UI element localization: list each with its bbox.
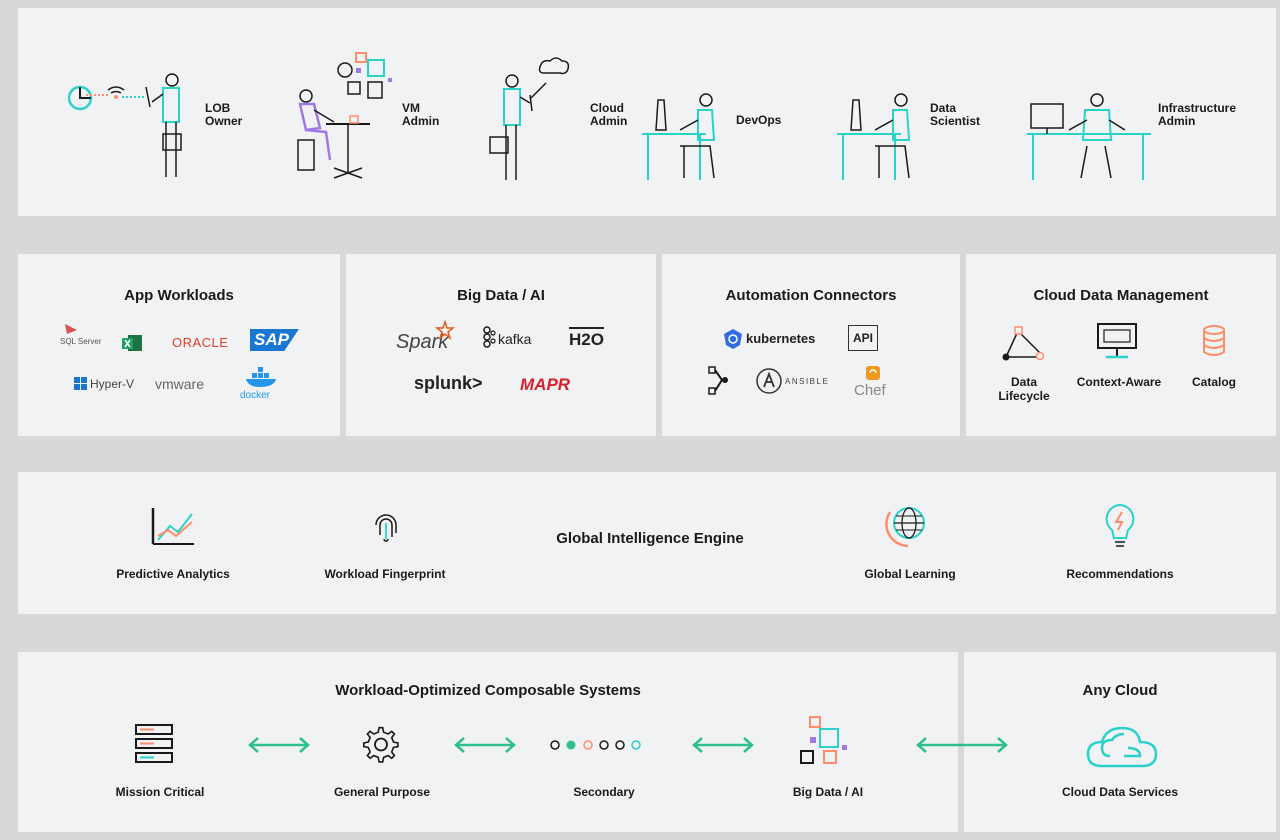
fingerprint-icon — [375, 514, 397, 542]
database-icon — [1203, 325, 1225, 356]
globe-icon — [885, 507, 925, 548]
persona-label-lob-owner: LOB Owner — [205, 101, 243, 128]
persona-label-devops: DevOps — [736, 113, 782, 127]
vm-admin-illustration — [297, 52, 392, 179]
mission-critical-label: Mission Critical — [115, 785, 205, 799]
arrow-icon-4 — [916, 737, 1008, 753]
workload-fingerprint-label: Workload Fingerprint — [324, 567, 446, 581]
arrow-icon-2 — [454, 737, 516, 753]
chef-logo: Chef — [854, 382, 886, 399]
composable-systems-panel — [18, 652, 958, 832]
windows-icon — [74, 377, 87, 390]
monitor-icon — [1097, 323, 1137, 359]
composable-systems-title: Workload-Optimized Composable Systems — [335, 682, 641, 699]
arrow-icon-3 — [692, 737, 754, 753]
persona-label-data-scientist: Data Scientist — [930, 101, 981, 128]
mapr-logo: MAPR — [520, 375, 571, 394]
data-lifecycle-label: Data Lifecycle — [998, 375, 1050, 403]
arrow-icon-1 — [248, 737, 310, 753]
cloud-data-services-label: Cloud Data Services — [1061, 785, 1179, 799]
persona-label-cloud-admin: Cloud Admin — [590, 101, 628, 128]
persona-label-infrastructure-admin: Infrastructure Admin — [1158, 101, 1237, 128]
sql-server-icon — [65, 324, 77, 334]
automation-connectors-title: Automation Connectors — [725, 287, 897, 304]
big-data-title: Big Data / AI — [457, 287, 545, 304]
infrastructure-admin-illustration — [1027, 93, 1151, 180]
recommendations-label: Recommendations — [1066, 567, 1174, 581]
kubernetes-icon — [724, 329, 742, 349]
any-cloud-title: Any Cloud — [1082, 682, 1158, 699]
cloud-data-management-title: Cloud Data Management — [1033, 287, 1209, 304]
h2o-logo: H2O — [569, 327, 604, 350]
hyper-v-logo: Hyper-V — [90, 377, 135, 391]
cloud-icon — [1086, 726, 1158, 768]
spark-logo: Spark — [396, 331, 449, 353]
splunk-logo: splunk> — [414, 373, 483, 393]
cloud-admin-illustration — [489, 57, 570, 180]
spark-star-icon — [434, 319, 456, 341]
chef-icon — [866, 366, 880, 380]
kubernetes-logo: kubernetes — [746, 331, 816, 346]
sql-server-logo: SQL Server — [60, 337, 102, 346]
api-logo: API — [848, 325, 879, 351]
server-icon — [135, 724, 173, 763]
ansible-logo: ANSIBLE — [785, 377, 830, 386]
dots-icon — [550, 740, 641, 750]
global-learning-label: Global Learning — [864, 567, 956, 581]
catalog-label: Catalog — [1191, 375, 1236, 389]
intelligence-engine-panel — [18, 472, 1276, 614]
intelligence-engine-title: Global Intelligence Engine — [556, 530, 744, 547]
docker-icon — [246, 367, 276, 387]
automation-connectors-panel — [662, 254, 960, 436]
blocks-icon — [800, 716, 847, 764]
lightbulb-icon — [1105, 503, 1135, 547]
connector-icon — [708, 366, 728, 395]
oracle-logo: ORACLE — [172, 335, 229, 350]
context-aware-label: Context-Aware — [1076, 375, 1162, 389]
data-scientist-illustration — [837, 93, 911, 180]
app-workloads-title: App Workloads — [124, 287, 234, 304]
ansible-icon — [756, 368, 782, 394]
any-cloud-panel — [964, 652, 1276, 832]
devops-illustration — [642, 93, 716, 180]
predictive-analytics-label: Predictive Analytics — [116, 567, 230, 581]
big-data-panel — [346, 254, 656, 436]
personas-panel — [18, 8, 1276, 216]
chart-icon — [151, 508, 194, 545]
sap-logo: SAP — [250, 329, 299, 351]
docker-logo: docker — [240, 390, 271, 401]
general-purpose-label: General Purpose — [333, 785, 431, 799]
secondary-label: Secondary — [573, 785, 635, 799]
kafka-icon — [483, 326, 496, 348]
lifecycle-icon — [1002, 326, 1045, 361]
big-data-ai-label: Big Data / AI — [792, 785, 864, 799]
kafka-logo: kafka — [498, 331, 532, 347]
lob-owner-illustration — [67, 73, 182, 177]
gear-icon — [362, 726, 399, 763]
persona-label-vm-admin: VM Admin — [402, 101, 440, 128]
excel-icon — [122, 335, 142, 351]
vmware-logo: vmware — [155, 376, 205, 392]
